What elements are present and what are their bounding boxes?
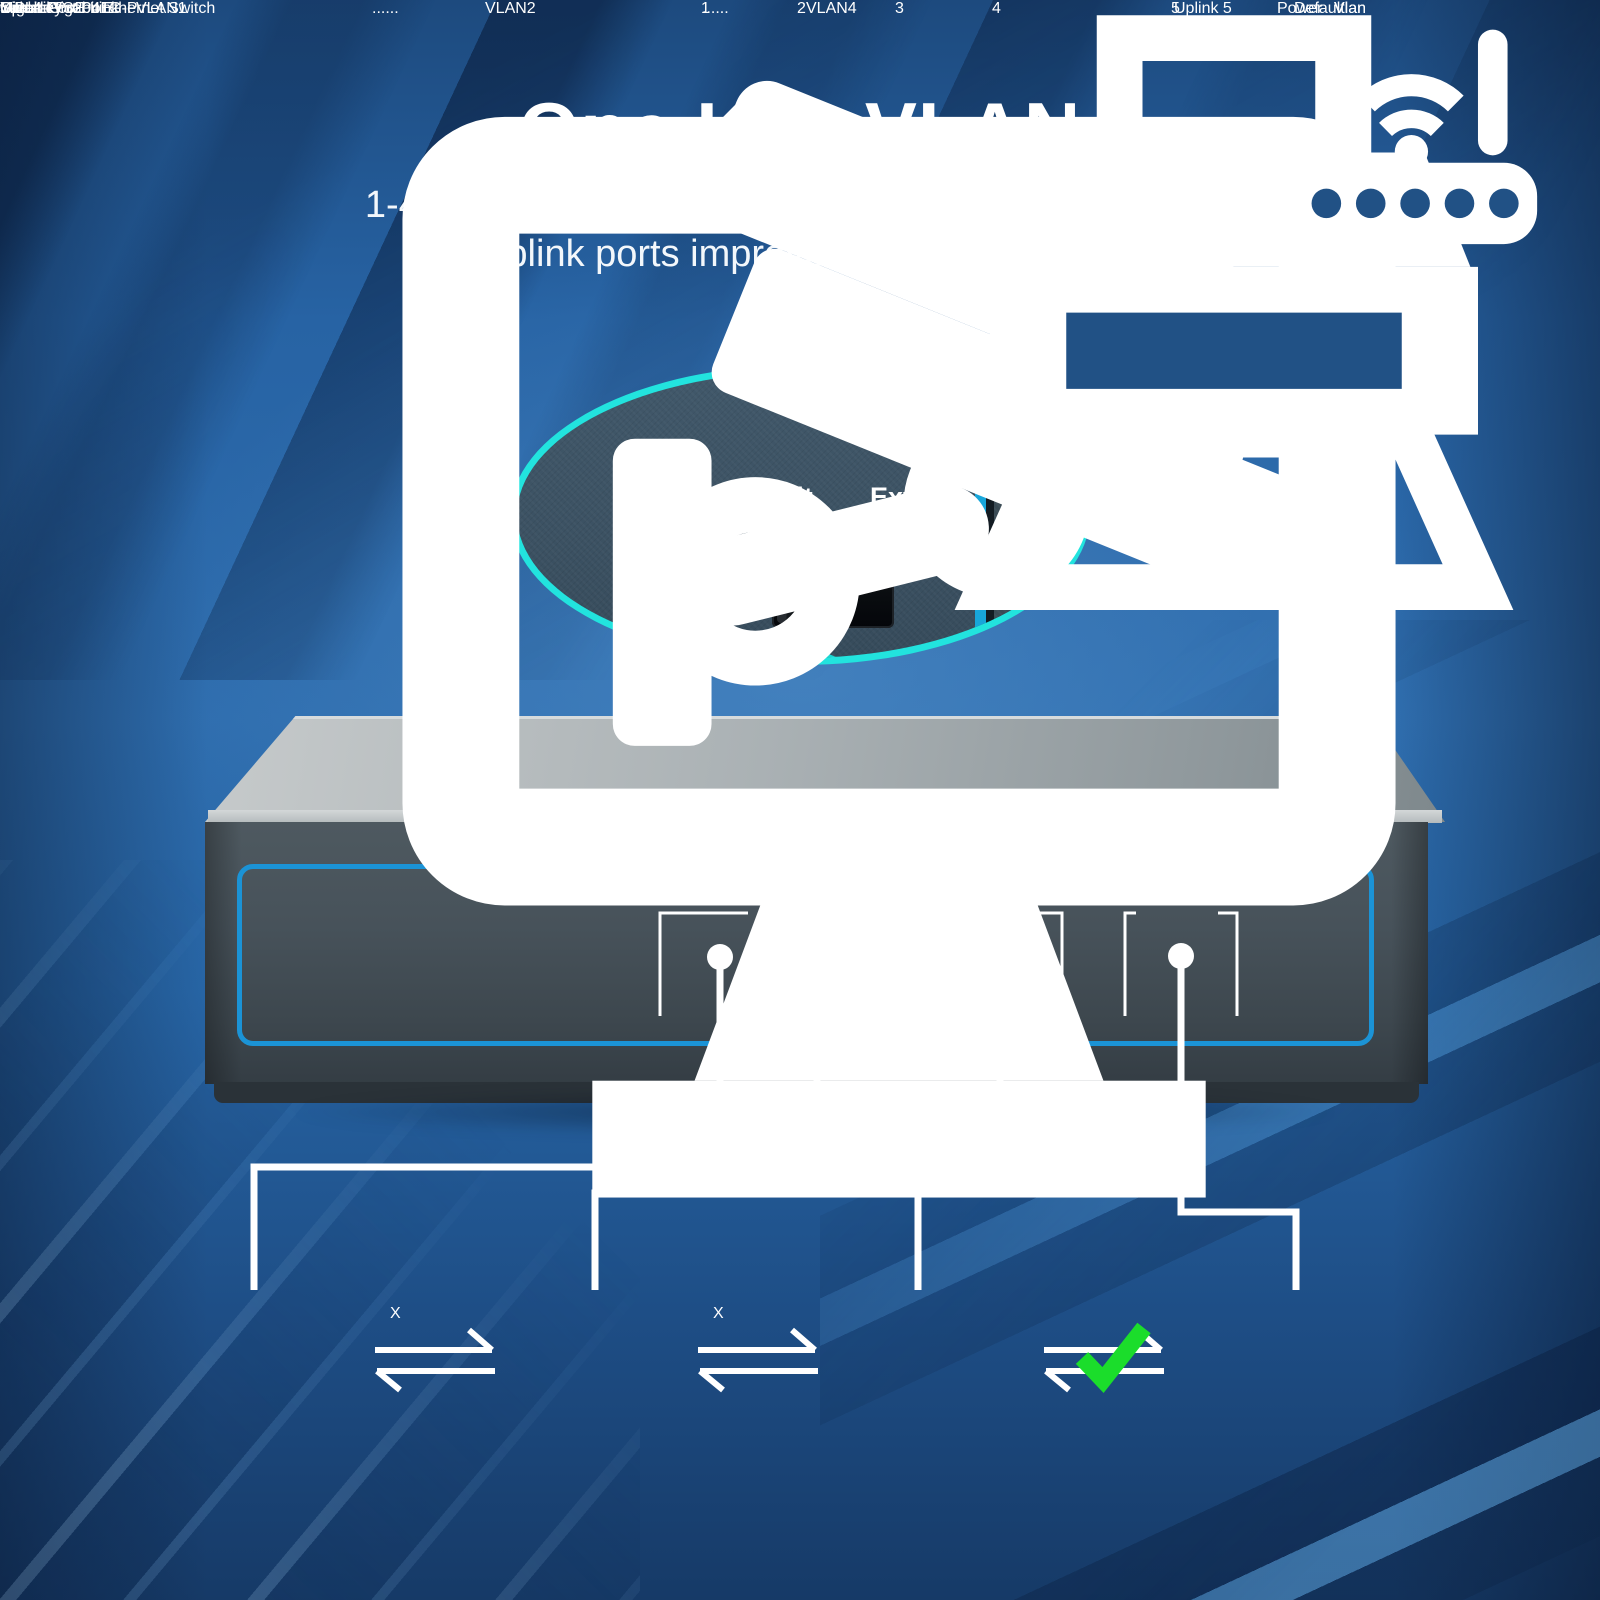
blocked-x-icon: X bbox=[390, 1305, 401, 1322]
magnified-seam bbox=[986, 372, 994, 658]
brand-logo: YuanLey bbox=[0, 0, 63, 17]
vlan4-label: VLAN4 bbox=[806, 0, 857, 17]
device-description-line-2: with 4-Port PoE bbox=[0, 0, 112, 17]
separator-dots: ...... bbox=[702, 0, 729, 17]
poe-port-group-label: Gigabit PoE Link bbox=[0, 0, 120, 17]
vlan-led-label: Vlan bbox=[1334, 0, 1367, 17]
switch-vlan-label: Vlan bbox=[1334, 0, 1367, 17]
exchange-arrows-icon bbox=[375, 1327, 1164, 1393]
port-number-4: 4 bbox=[992, 0, 1001, 17]
switch-default-label: Default bbox=[1294, 0, 1345, 17]
port-number-1: 1 bbox=[701, 0, 710, 17]
device-description-line-1: 5-Port Gigabit Ethernet Switch bbox=[0, 0, 216, 17]
power-led-label: Power bbox=[1277, 0, 1323, 17]
port-number-2: 2 bbox=[797, 0, 806, 17]
vlan2-label: VLAN2 bbox=[485, 0, 536, 17]
vlan1-label: VLAN1 bbox=[136, 0, 187, 17]
blocked-x-icon: X bbox=[713, 1305, 724, 1322]
allowed-check-icon bbox=[1075, 1322, 1151, 1393]
uplink-port-group-label: Up Link bbox=[0, 0, 55, 17]
uplink5-label: Uplink 5 bbox=[1174, 0, 1232, 17]
model-number: Model: YS2041G-P bbox=[0, 0, 138, 17]
separator-dots: ...... bbox=[372, 0, 399, 17]
wifi-router-icon bbox=[1285, 29, 1538, 245]
port-number-3: 3 bbox=[895, 0, 904, 17]
port-number-5: 5 bbox=[1171, 0, 1180, 17]
